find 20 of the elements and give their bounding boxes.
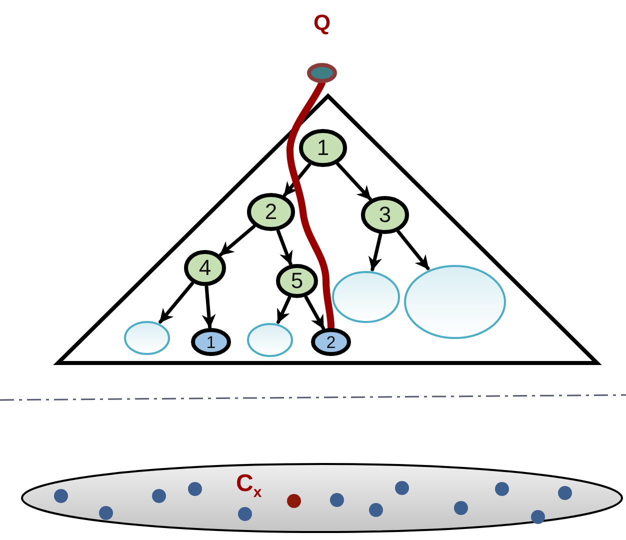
arrow [396,230,430,270]
cluster-label: C$_{x}$ [236,472,262,500]
node-number: 1 [206,334,216,350]
arrow [202,285,216,329]
node-number: 5 [290,270,304,292]
arrow [368,232,382,272]
query-path [286,80,334,330]
arrow [218,224,256,256]
node-number: 4 [198,257,212,279]
node-number: 2 [326,334,336,350]
arrow [158,282,194,324]
node-number: 2 [264,201,278,223]
query-label: Q [313,12,331,34]
arrow [276,229,293,266]
arrow [282,163,312,197]
node-number: 3 [378,204,392,226]
node-number: 1 [316,137,330,159]
arrow [336,162,372,201]
arrow [276,296,292,324]
arrow [304,296,325,330]
